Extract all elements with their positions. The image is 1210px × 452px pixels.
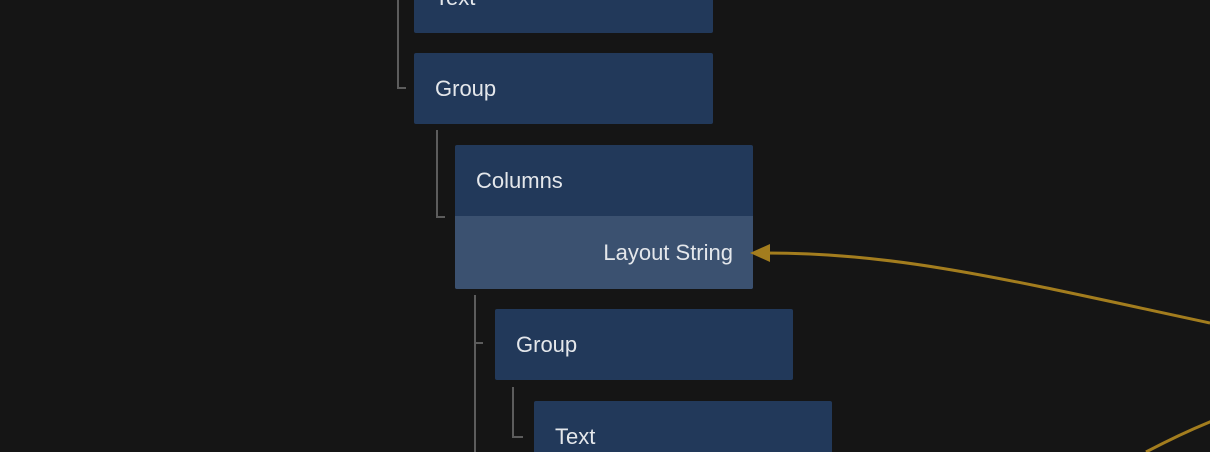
wire-arrowhead-icon — [750, 244, 770, 262]
node-label: Group — [516, 331, 578, 357]
port-label: Layout String — [603, 239, 733, 265]
tree-node-group-inner[interactable]: Group — [495, 309, 793, 380]
node-label: Columns — [476, 167, 563, 193]
tree-connector-elbow-text-bottom — [512, 387, 523, 438]
tree-node-columns[interactable]: Columns Layout String — [455, 145, 753, 289]
port-row-layout-string[interactable]: Layout String — [455, 216, 753, 289]
tree-node-text-bottom[interactable]: Text — [534, 401, 832, 452]
connection-wire-bottom-right[interactable] — [1145, 420, 1210, 452]
node-label: Group — [435, 75, 497, 101]
node-label: Text — [414, 0, 713, 33]
tree-node-group-outer[interactable]: Group — [414, 53, 713, 124]
tree-connector-elbow-group-outer — [397, 0, 406, 89]
connection-wire-layout-string[interactable] — [765, 251, 1210, 325]
node-label: Text — [555, 423, 596, 449]
tree-node-text-top[interactable]: Text — [414, 0, 713, 33]
tree-connector-elbow-columns — [436, 130, 445, 218]
